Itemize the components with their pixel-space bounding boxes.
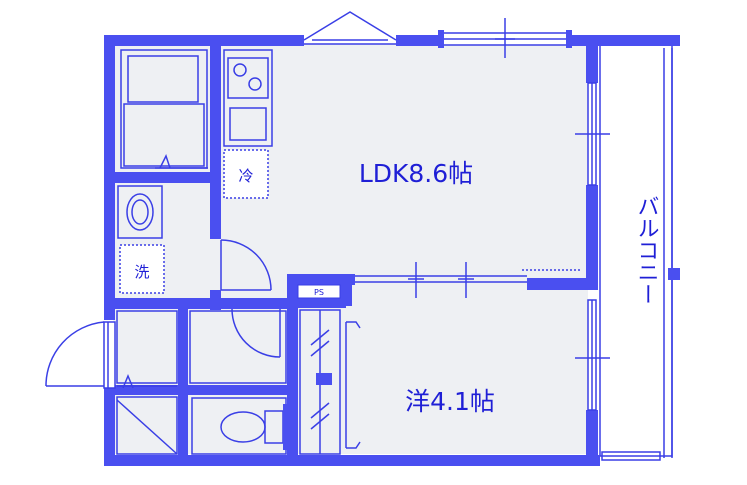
- balcony-area: [599, 43, 673, 457]
- kitchen-counter: [223, 49, 273, 147]
- closet: [299, 309, 361, 455]
- wall-toilet-top: [115, 385, 295, 395]
- balcony-corner: [670, 35, 680, 45]
- interior-walls: [115, 44, 587, 456]
- wall-bottom: [104, 455, 600, 466]
- doors: [45, 239, 281, 389]
- burner-icon: [233, 63, 247, 77]
- balcony-label: バルコニー: [634, 195, 659, 305]
- ldk-room-label: LDK8.6帖: [359, 159, 473, 188]
- wall-right-top: [586, 35, 598, 83]
- entrance-storage: [116, 310, 287, 455]
- balcony-post: [668, 268, 680, 280]
- wall-corridor-top: [115, 298, 295, 309]
- top-windows: [303, 11, 572, 58]
- sliding-doors: [355, 262, 582, 298]
- fridge-space: 冷: [223, 149, 269, 199]
- fridge-label: 冷: [238, 167, 253, 185]
- wall-ps-right: [340, 285, 352, 306]
- pipe-space-label: PS: [314, 288, 324, 297]
- wall-right-mid: [586, 185, 598, 290]
- wall-ps-top: [287, 274, 355, 285]
- wall-top-mid: [396, 35, 442, 46]
- wall-kitchen-bath: [210, 44, 221, 239]
- wall-room-top-right: [527, 278, 587, 290]
- burner-icon: [248, 77, 262, 91]
- wall-closet-left: [287, 274, 298, 456]
- wall-bath-bottom: [115, 172, 220, 183]
- washer-label: 洗: [134, 263, 149, 281]
- wall-top-left: [104, 35, 304, 46]
- outer-walls: [104, 35, 680, 466]
- wall-right-bottom: [586, 410, 598, 466]
- wall-ps-bottom: [298, 298, 346, 308]
- balcony-rails: [601, 48, 673, 461]
- wall-left-lower: [104, 388, 115, 466]
- unit-bath: [120, 49, 208, 169]
- wall-storage-divider: [178, 309, 188, 455]
- toilet: [191, 397, 287, 455]
- wall-left-upper: [104, 35, 115, 320]
- western-room-label: 洋4.1帖: [405, 387, 495, 416]
- washer-space: 洗: [119, 244, 165, 294]
- side-windows: [575, 82, 610, 411]
- wall-top-right: [568, 35, 680, 46]
- wash-basin: [117, 185, 163, 239]
- pipe-space: PS: [297, 284, 341, 299]
